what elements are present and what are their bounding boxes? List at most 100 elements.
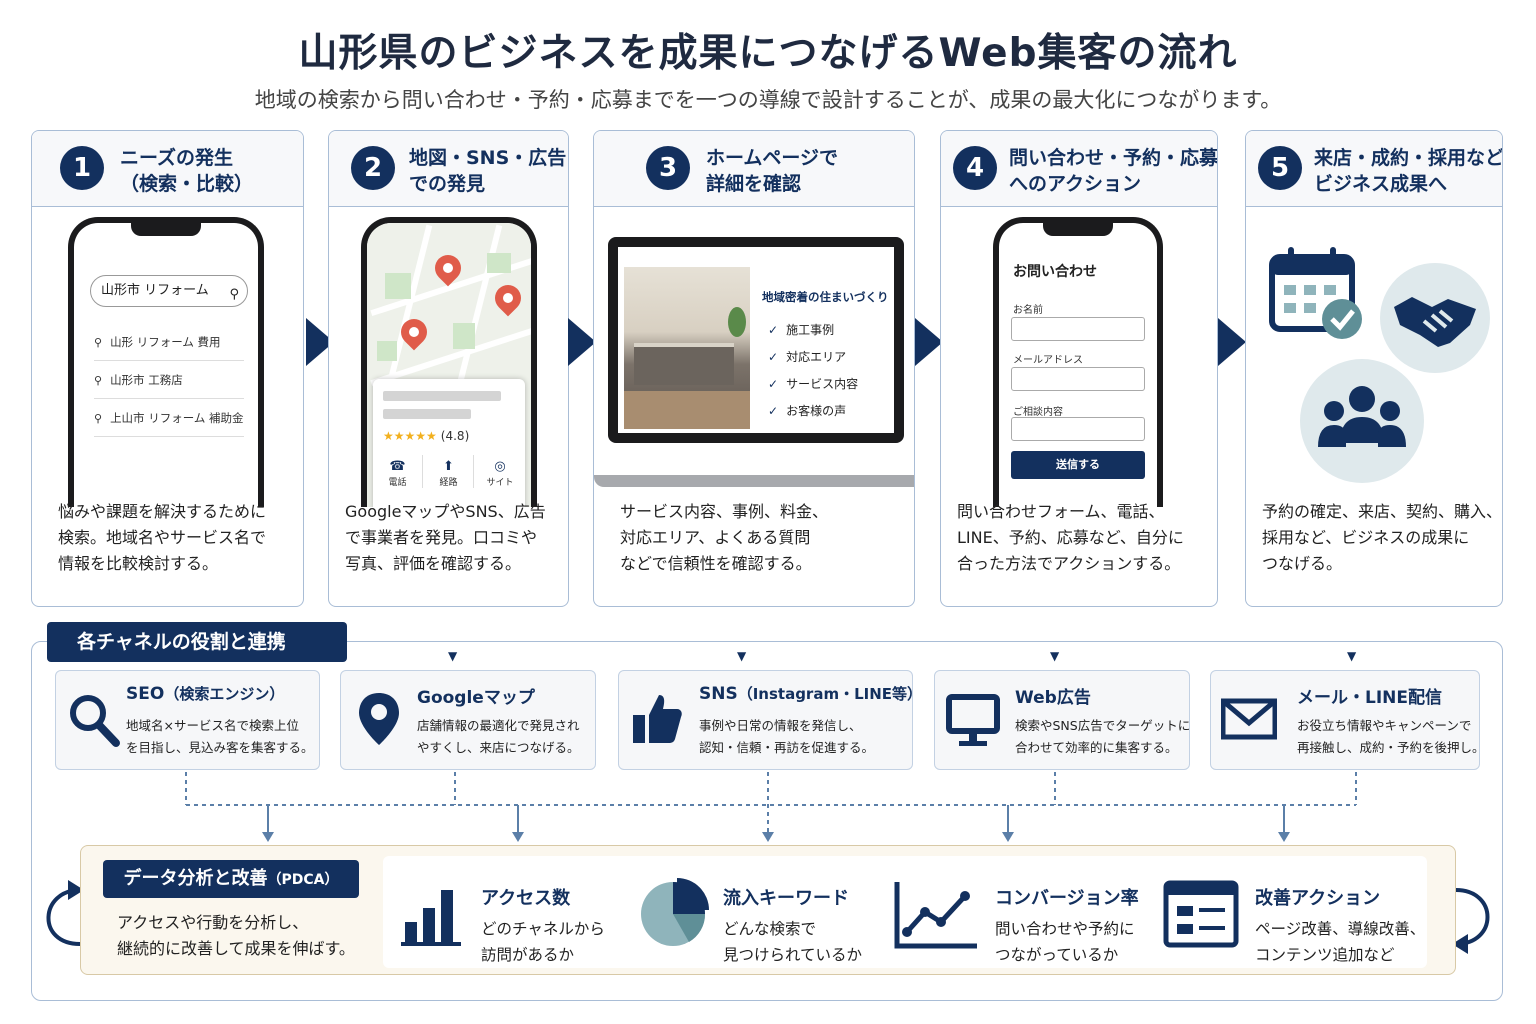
channels-label: 各チャネルの役割と連携 <box>47 622 347 662</box>
step-description: 問い合わせフォーム、電話、LINE、予約、応募など、自分に合った方法でアクション… <box>957 502 1184 573</box>
message-field[interactable] <box>1011 417 1145 441</box>
website-heading: 地域密着の住まいづくり <box>762 290 889 304</box>
metric-title: アクセス数 <box>481 888 571 909</box>
channel-card-sns: SNS（Instagram・LINE等） 事例や日常の情報を発信し、認知・信頼・… <box>618 670 922 770</box>
website-menu-item[interactable]: ✓お客様の声 <box>768 404 847 418</box>
arrow-down-icon: ▼ <box>1050 649 1060 663</box>
step-card-2: 2 地図・SNS・広告での発見 ★★★★★(4.8) <box>328 130 569 607</box>
phone-mockup: 山形市 リフォーム ⚲ ⚲山形 リフォーム 費用 ⚲山形市 工務店 ⚲上山市 リ… <box>68 217 264 507</box>
directions-icon: ⬆ <box>443 459 454 474</box>
channel-title: Googleマップ <box>417 688 535 708</box>
website-menu-item[interactable]: ✓施工事例 <box>768 323 835 337</box>
directions-button[interactable]: ⬆経路 <box>424 455 474 488</box>
search-suggestion[interactable]: ⚲山形 リフォーム 費用 <box>94 323 244 361</box>
step-header: 3 ホームページで詳細を確認 <box>594 131 914 207</box>
website-menu-item[interactable]: ✓対応エリア <box>768 350 847 364</box>
pdca-section: データ分析と改善（PDCA） アクセスや行動を分析し、継続的に改善して成果を伸ば… <box>80 845 1456 975</box>
map-pin-icon <box>359 693 399 745</box>
check-icon: ✓ <box>768 404 779 418</box>
step-header: 4 問い合わせ・予約・応募へのアクション <box>941 131 1217 207</box>
metric-description: ページ改善、導線改善、コンテンツ追加など <box>1255 920 1426 964</box>
step-number: 4 <box>953 146 997 190</box>
check-icon: ✓ <box>768 350 779 364</box>
check-icon: ✓ <box>768 323 779 337</box>
step-illustration: 地域密着の住まいづくり ✓施工事例 ✓対応エリア ✓サービス内容 ✓お客様の声 <box>594 207 914 497</box>
document-list-icon <box>1163 880 1239 948</box>
metric-title: コンバージョン率 <box>995 888 1139 909</box>
step-card-3: 3 ホームページで詳細を確認 地域密着の住まいづくり ✓施工事例 ✓対応エリア … <box>593 130 915 607</box>
website-menu-item[interactable]: ✓サービス内容 <box>768 377 859 391</box>
search-icon <box>70 695 120 747</box>
laptop-mockup: 地域密着の住まいづくり ✓施工事例 ✓対応エリア ✓サービス内容 ✓お客様の声 <box>594 237 914 487</box>
website-view[interactable]: 地域密着の住まいづくり ✓施工事例 ✓対応エリア ✓サービス内容 ✓お客様の声 <box>618 247 894 433</box>
line-chart-icon <box>894 882 977 949</box>
channel-card-googlemap: Googleマップ 店舗情報の最適化で発見されやすくし、来店につなげる。 <box>340 670 596 770</box>
step-number: 3 <box>646 146 690 190</box>
step-description: サービス内容、事例、料金、対応エリア、よくある質問などで信頼性を確認する。 <box>620 502 829 573</box>
envelope-icon <box>1221 698 1277 740</box>
step-description: GoogleマップやSNS、広告で事業者を発見。口コミや写真、評価を確認する。 <box>345 502 546 573</box>
step-number: 2 <box>351 146 395 190</box>
people-circle <box>1300 359 1424 483</box>
channel-card-seo: SEO（検索エンジン） 地域名×サービス名で検索上位を目指し、見込み客を集客する… <box>55 670 320 770</box>
step-header: 1 ニーズの発生（検索・比較） <box>32 131 303 207</box>
channel-title: SNS（Instagram・LINE等） <box>699 684 923 704</box>
bar-chart-icon <box>401 890 461 946</box>
call-button[interactable]: ☎電話 <box>373 455 423 488</box>
step-title: ニーズの発生（検索・比較） <box>120 147 254 195</box>
step-title: ホームページで詳細を確認 <box>706 147 839 195</box>
kitchen-photo <box>624 267 750 429</box>
channel-card-mail-line: メール・LINE配信 お役立ち情報やキャンペーンで再接触し、成約・予約を後押し。 <box>1210 670 1485 770</box>
search-suggestion[interactable]: ⚲山形市 工務店 <box>94 361 244 399</box>
pdca-description: アクセスや行動を分析し、継続的に改善して成果を伸ばす。 <box>117 913 355 958</box>
step-illustration: ★★★★★(4.8) ☎電話 ⬆経路 ◎サイト <box>329 207 568 507</box>
arrow-down-icon: ▼ <box>448 649 458 663</box>
website-button[interactable]: ◎サイト <box>475 455 525 488</box>
pie-chart-icon <box>641 878 709 946</box>
metric-description: どんな検索で見つけられているか <box>723 920 863 964</box>
channel-title: SEO（検索エンジン） <box>126 684 285 704</box>
flow-arrow-icon <box>1218 318 1246 366</box>
email-field[interactable] <box>1011 367 1145 391</box>
calendar-check-icon <box>1269 247 1362 339</box>
form-label: メールアドレス <box>1013 355 1083 366</box>
name-field[interactable] <box>1011 317 1145 341</box>
search-icon: ⚲ <box>94 412 103 425</box>
metrics-panel: アクセス数 どのチャネルから訪問があるか 流入キーワード どんな検索で見つけられ… <box>383 856 1427 968</box>
flow-arrow-icon <box>568 318 596 366</box>
pdca-label: データ分析と改善（PDCA） <box>103 860 359 898</box>
monitor-icon <box>946 694 1000 746</box>
step-card-5: 5 来店・成約・採用などビジネス成果へ <box>1245 130 1503 607</box>
step-number: 5 <box>1258 146 1302 190</box>
page-subtitle: 地域の検索から問い合わせ・予約・応募までを一つの導線で設計することが、成果の最大… <box>254 88 1282 112</box>
form-title: お問い合わせ <box>1013 264 1097 280</box>
flow-arrow-icon <box>915 318 943 366</box>
channel-description: 事例や日常の情報を発信し、認知・信頼・再訪を促進する。 <box>699 718 875 755</box>
metric-description: 問い合わせや予約につながっているか <box>995 920 1135 964</box>
website-icon: ◎ <box>494 459 506 474</box>
step-illustration <box>1246 207 1502 497</box>
step-header: 2 地図・SNS・広告での発見 <box>329 131 568 207</box>
thumbs-up-icon <box>633 695 682 743</box>
step-number: 1 <box>60 146 104 190</box>
channel-description: 店舗情報の最適化で発見されやすくし、来店につなげる。 <box>417 718 580 755</box>
step-title: 地図・SNS・広告での発見 <box>409 147 567 195</box>
step-card-4: 4 問い合わせ・予約・応募へのアクション お問い合わせ お名前 メールアドレス … <box>940 130 1218 607</box>
arrow-down-icon: ▼ <box>1347 649 1357 663</box>
channel-title: Web広告 <box>1015 688 1091 708</box>
form-label: お名前 <box>1013 305 1043 316</box>
search-icon: ⚲ <box>229 287 239 302</box>
page-title: 山形県のビジネスを成果につなげるWeb集客の流れ <box>298 31 1238 76</box>
search-icon: ⚲ <box>94 336 103 349</box>
channel-description: お役立ち情報やキャンペーンで再接触し、成約・予約を後押し。 <box>1297 718 1485 755</box>
place-info-card[interactable]: ★★★★★(4.8) ☎電話 ⬆経路 ◎サイト <box>373 379 525 507</box>
channel-card-webad: Web広告 検索やSNS広告でターゲットに合わせて効率的に集客する。 <box>934 670 1190 770</box>
submit-button[interactable]: 送信する <box>1011 451 1145 479</box>
search-suggestion[interactable]: ⚲上山市 リフォーム 補助金 <box>94 399 244 437</box>
metric-title: 改善アクション <box>1255 888 1381 909</box>
channel-description: 地域名×サービス名で検索上位を目指し、見込み客を集客する。 <box>126 718 314 755</box>
channel-description: 検索やSNS広告でターゲットに合わせて効率的に集客する。 <box>1015 718 1191 755</box>
metric-description: どのチャネルから訪問があるか <box>481 920 605 964</box>
search-input[interactable]: 山形市 リフォーム ⚲ <box>90 275 248 307</box>
